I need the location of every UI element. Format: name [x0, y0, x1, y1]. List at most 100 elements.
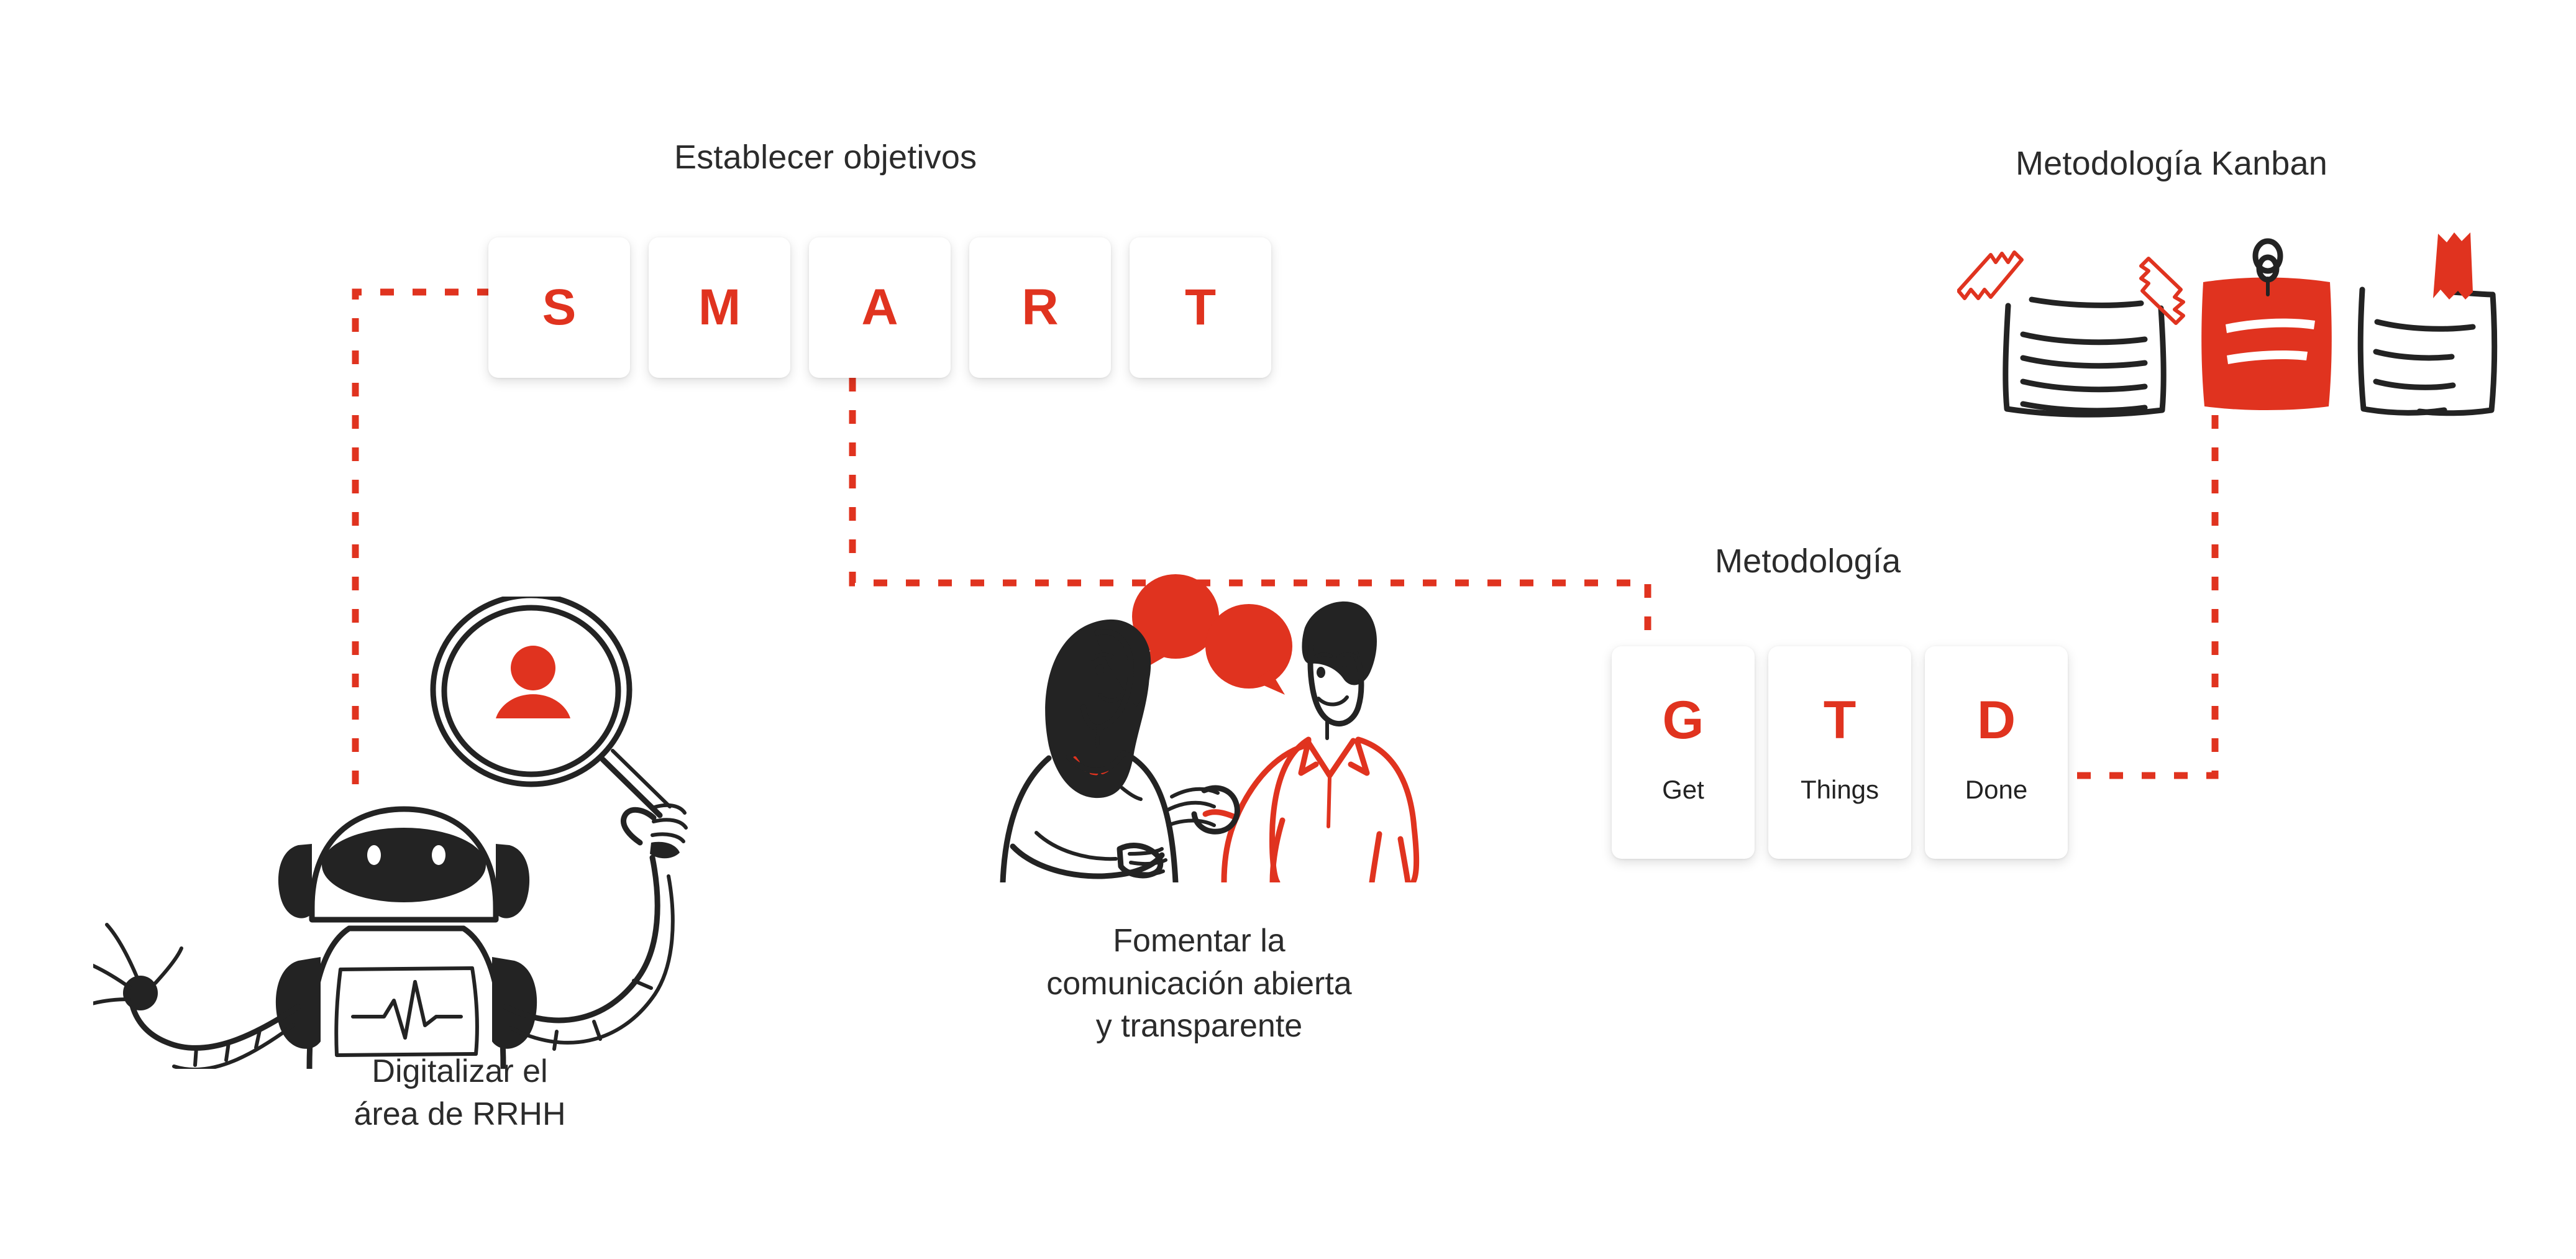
robot-right-arm-edge [509, 874, 675, 1045]
caption-people: Fomentar la comunicación abierta y trans… [944, 920, 1454, 1048]
kanban-note-1-line-2 [2020, 355, 2148, 369]
robot-with-magnifier-illustration [93, 597, 688, 1069]
kanban-note-3-right [2416, 289, 2498, 416]
woman-finger-1 [1126, 869, 1165, 876]
man-right-eye [1340, 666, 1349, 677]
speech-bubble-right-tail [1254, 670, 1285, 695]
man-left-eye [1317, 667, 1325, 678]
person-head-icon [511, 646, 555, 690]
kanban-tape-top [2433, 232, 2473, 300]
caption-robot-line1: Digitalizar el [372, 1053, 548, 1089]
woman-hair-front [1092, 619, 1151, 707]
woman-eye [1095, 664, 1104, 675]
robot-finger-2 [93, 963, 132, 990]
robot-left-shoulder [275, 957, 321, 1049]
smart-card-letter: T [1184, 279, 1217, 336]
robot-finger-4 [153, 946, 183, 985]
man-wrist [1202, 809, 1240, 821]
robot-right-eye [432, 845, 445, 865]
gtd-card-word: Things [1800, 775, 1879, 804]
robot-right-finger-3 [651, 832, 685, 843]
caption-robot-line2: área de RRHH [354, 1096, 566, 1132]
smart-card-letter: R [1021, 279, 1059, 336]
gtd-card-word: Done [1965, 775, 2028, 804]
robot-left-arm [127, 991, 301, 1051]
woman-torso-crease [1120, 786, 1143, 801]
robot-right-thumb [650, 841, 680, 859]
kanban-note-3-line-1 [2374, 319, 2476, 332]
gtd-card-get[interactable]: G Get [1612, 646, 1755, 859]
robot-right-hand-palm [621, 807, 657, 846]
speech-bubble-right [1205, 604, 1292, 689]
robot-left-ear [278, 844, 312, 918]
person-body-icon [496, 694, 570, 718]
caption-people-line2: comunicación abierta [1046, 965, 1352, 1002]
woman-right-torso [1121, 750, 1179, 882]
kanban-note-2-line-2 [2227, 350, 2308, 364]
caption-people-line1: Fomentar la [1113, 923, 1286, 959]
robot-right-shoulder [492, 957, 537, 1049]
man-arm-inner [1269, 817, 1286, 882]
kanban-note-1-outline [2003, 303, 2167, 418]
magnifier-handle-edge [611, 749, 672, 808]
man-collar-left [1298, 738, 1319, 776]
kanban-note-3-line-3 [2373, 378, 2456, 390]
kanban-note-2-red [2201, 277, 2332, 410]
robot-finger-1 [105, 923, 140, 981]
connector-kanban-to-gtd [2069, 415, 2219, 779]
smart-card-s[interactable]: S [488, 237, 630, 378]
robot-arm-seg-3 [193, 1046, 198, 1067]
two-people-talking-illustration [1000, 574, 1420, 882]
smart-card-t[interactable]: T [1130, 237, 1271, 378]
woman-shoulders [1066, 750, 1126, 774]
kanban-sticky-notes-illustration [1957, 232, 2498, 418]
woman-arm-fold [1035, 831, 1118, 861]
woman-finger-2 [1129, 858, 1167, 866]
man-right-shirt [1355, 736, 1420, 882]
man-finger-3 [1166, 818, 1216, 827]
robot-arm-seg-1 [254, 1028, 262, 1050]
gtd-card-done[interactable]: D Done [1925, 646, 2068, 859]
woman-mouth [1098, 693, 1124, 703]
magnifier-outer-ring [430, 597, 633, 787]
gtd-card-word: Get [1662, 775, 1704, 804]
heading-metodologia-kanban: Metodología Kanban [2016, 145, 2327, 182]
smart-card-r[interactable]: R [969, 237, 1111, 378]
kanban-note-1-line-1 [2020, 331, 2148, 346]
man-face [1307, 643, 1364, 726]
magnifier-handle [600, 756, 663, 818]
heading-establecer-objetivos: Establecer objetivos [674, 139, 977, 176]
kanban-note-3-line-2 [2373, 349, 2455, 361]
kanban-pin-head [2252, 238, 2283, 274]
robot-arm-seg-2 [224, 1041, 231, 1062]
man-collar-v [1304, 738, 1356, 779]
man-shirt-seam-right2 [1397, 836, 1411, 882]
gtd-card-things[interactable]: T Things [1768, 646, 1911, 859]
smart-card-letter: S [542, 279, 577, 336]
smart-card-letter: M [698, 279, 741, 336]
smart-card-letter: A [861, 279, 898, 336]
speech-bubble-left [1132, 574, 1219, 659]
robot-right-arm-seg-2 [592, 1020, 602, 1041]
robot-chest-screen [334, 966, 479, 1057]
woman-eyebrow [1090, 652, 1115, 661]
smart-card-a[interactable]: A [809, 237, 951, 378]
robot-head [309, 806, 499, 923]
robot-heartbeat-line [351, 980, 463, 1040]
kanban-note-2-line-1 [2226, 318, 2315, 333]
gtd-card-letter: D [1976, 690, 2016, 750]
gtd-card-letter: G [1662, 690, 1704, 750]
robot-visor [322, 828, 486, 902]
man-hand-palm [1191, 785, 1240, 835]
robot-finger-3 [93, 997, 131, 1005]
robot-right-arm-seg-1 [552, 1030, 559, 1051]
robot-left-arm-edge [172, 1023, 295, 1069]
kanban-note-3-left [2357, 286, 2447, 416]
magnifier-inner-ring [441, 605, 621, 777]
robot-left-hand [123, 976, 158, 1010]
kanban-tape-left [1957, 250, 2024, 300]
man-shirt-placket [1327, 776, 1331, 828]
smart-card-m[interactable]: M [649, 237, 790, 378]
kanban-note-1-line-3 [2020, 378, 2148, 393]
